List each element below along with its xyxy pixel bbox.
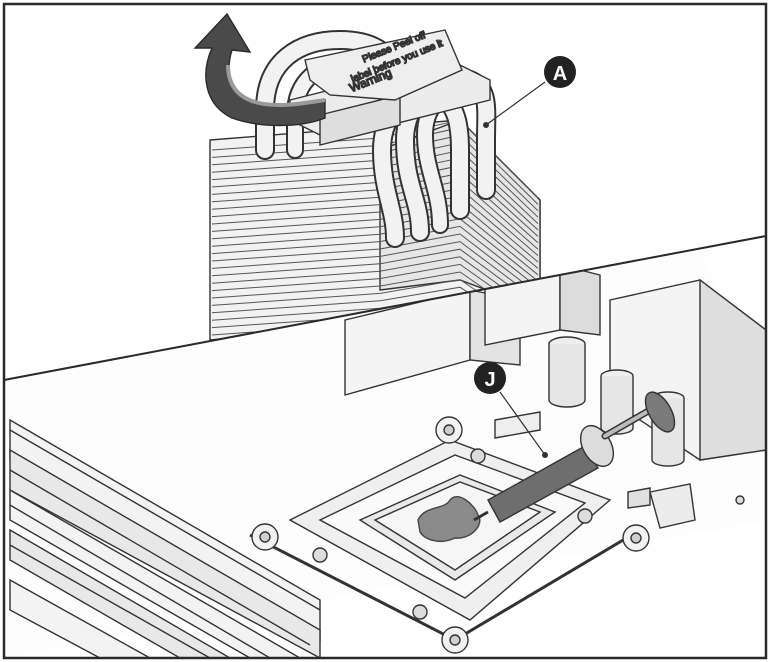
- thermal-paste-blob: [417, 496, 481, 542]
- callout-j-label: J: [484, 369, 495, 391]
- heatsink-panel: Please Peel off label before you use it …: [4, 4, 766, 380]
- callout-thermal-paste: J: [474, 362, 548, 458]
- panel-divider: [3, 235, 767, 381]
- callout-heatsink: A: [483, 56, 576, 128]
- thermal-paste-syringe[interactable]: [473, 387, 681, 523]
- ram-slots: [9, 418, 321, 658]
- curved-arrow-up-icon: [193, 12, 326, 127]
- callout-a-label: A: [553, 63, 567, 85]
- heatsink-fin: [211, 165, 539, 237]
- heatsink-fin: [211, 241, 539, 301]
- heatsink-fin: [211, 248, 539, 308]
- heatsink-fin: [211, 256, 539, 314]
